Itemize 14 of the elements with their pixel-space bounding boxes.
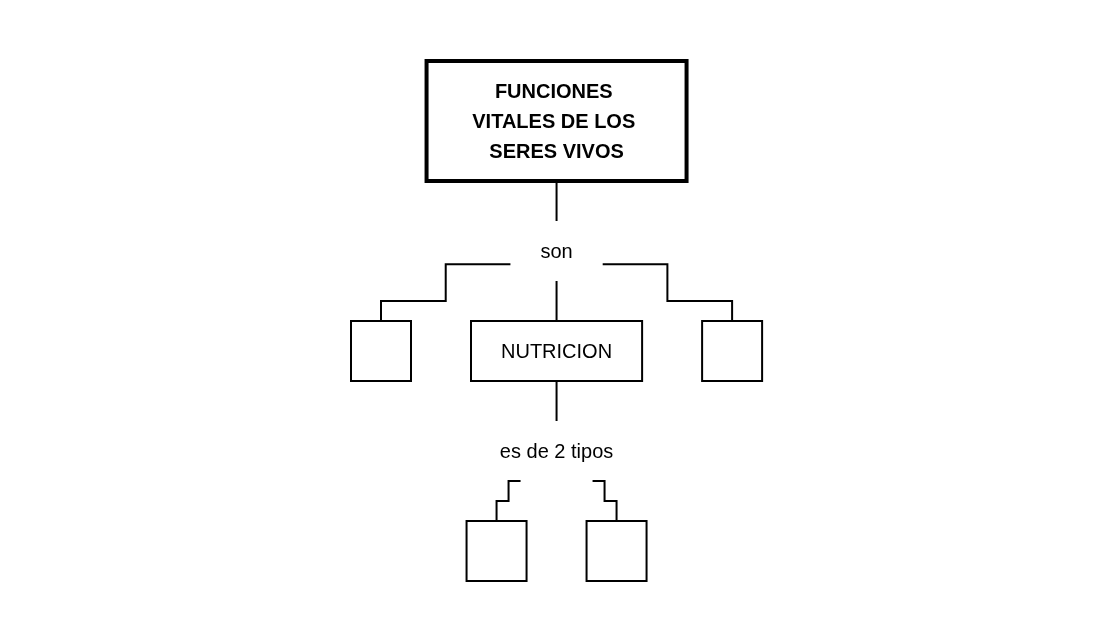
node-box: [349, 319, 412, 382]
node-box: NUTRICION: [469, 319, 644, 382]
connector: [379, 262, 512, 322]
connector: [555, 279, 558, 322]
connector: [591, 479, 618, 522]
node-box: FUNCIONES VITALES DE LOS SERES VIVOS: [424, 58, 689, 183]
node-box: [585, 519, 648, 582]
node-text: son: [540, 239, 573, 262]
node-text: es de 2 tipos: [499, 439, 614, 462]
connector: [601, 262, 734, 322]
connector: [555, 379, 558, 422]
node-box: [465, 519, 528, 582]
node-box: [701, 319, 764, 382]
connector: [495, 479, 522, 522]
